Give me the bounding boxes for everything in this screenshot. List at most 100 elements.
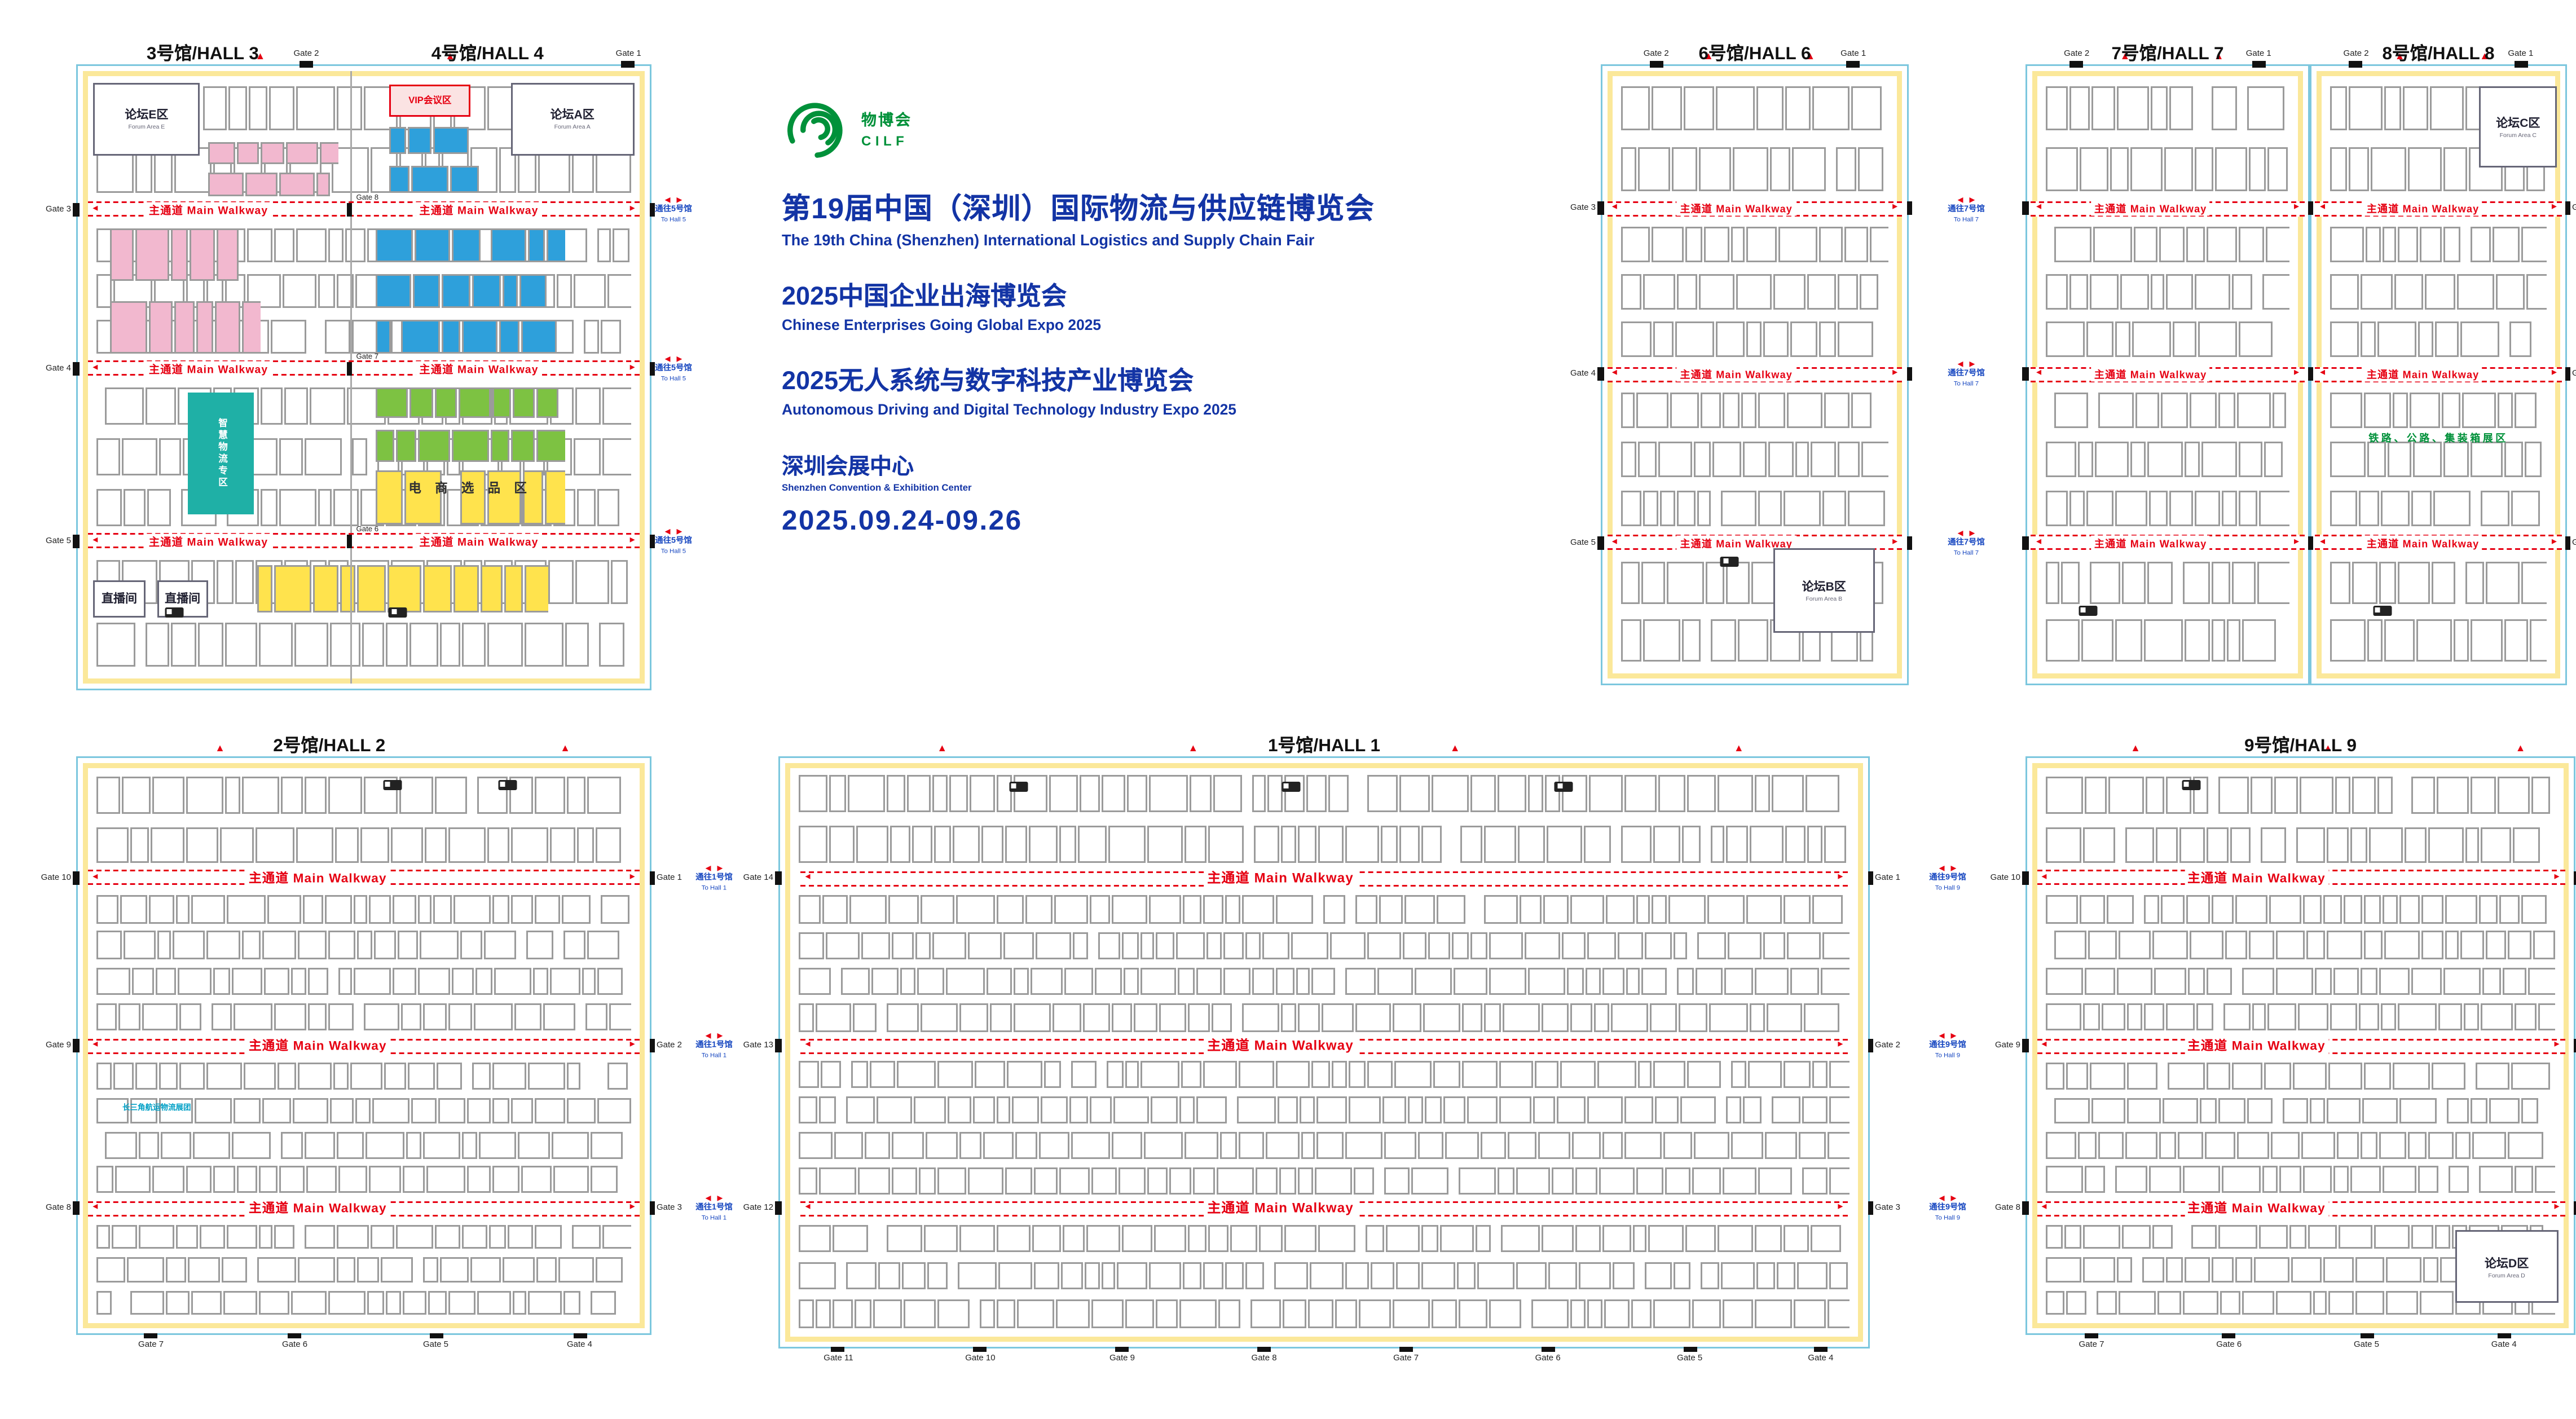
booth <box>2333 1166 2349 1193</box>
aisle-gap <box>1702 826 1709 863</box>
gate-door-icon <box>1683 1346 1697 1352</box>
booth-row <box>2330 227 2547 262</box>
booth <box>2166 274 2193 310</box>
booth <box>1586 967 1600 996</box>
booth <box>870 967 899 996</box>
aisle-gap <box>2233 967 2240 995</box>
booth-row <box>2046 895 2555 923</box>
booth <box>2444 931 2459 959</box>
booth <box>542 1003 576 1032</box>
booth <box>1153 1224 1187 1253</box>
booth-band <box>2046 776 2555 863</box>
booth <box>576 488 596 527</box>
vehicle-icon <box>2079 605 2098 616</box>
connector-arrows-icon: ◄ ► <box>663 355 684 365</box>
main-title-cn: 第19届中国（深圳）国际物流与供应链博览会 <box>782 193 1375 225</box>
booth <box>855 1299 872 1328</box>
booth <box>572 1225 601 1249</box>
booth <box>1499 1061 1533 1089</box>
connector-arrows-icon: ◄ ► <box>1956 196 1977 206</box>
aisle-gap <box>1242 1300 1249 1328</box>
booth <box>422 1132 460 1159</box>
gate-door-icon <box>2022 367 2028 381</box>
booth <box>877 1096 912 1124</box>
booth <box>2118 1290 2156 1315</box>
booth <box>96 274 112 308</box>
booth <box>361 827 390 863</box>
booth <box>1747 1061 1782 1089</box>
aisle-gap <box>482 228 489 262</box>
booth-row <box>2046 86 2289 131</box>
booth <box>1641 967 1666 996</box>
booth <box>1637 147 1671 192</box>
booth <box>385 1290 401 1315</box>
booth <box>1655 1096 1679 1124</box>
booth <box>499 148 516 193</box>
booth <box>2234 1258 2252 1282</box>
gate-door-icon <box>1115 1346 1129 1352</box>
booth <box>852 1003 878 1032</box>
booth <box>1587 1299 1602 1328</box>
booth <box>273 228 295 262</box>
booth <box>2121 1225 2150 1249</box>
gate-door-icon <box>2564 536 2570 550</box>
hall-title: 9号馆/HALL 9 <box>2244 736 2357 756</box>
booth-row <box>375 319 565 354</box>
booth <box>869 1061 896 1089</box>
booth-row <box>1621 274 1888 310</box>
booth-row <box>1621 392 1888 429</box>
walkway-label: 主通道 Main Walkway <box>1676 535 1796 551</box>
booth <box>179 1063 204 1090</box>
gate-label: Gate 2 <box>2064 49 2090 59</box>
booth <box>1692 1167 1721 1195</box>
booth <box>585 1003 607 1032</box>
aisle-gap <box>1717 1096 1724 1123</box>
booth <box>1746 227 1778 262</box>
booth <box>2331 1003 2357 1032</box>
booth <box>1571 1131 1602 1160</box>
booth <box>389 165 409 193</box>
booth <box>1155 1299 1178 1328</box>
booth <box>528 1063 565 1090</box>
booth <box>363 1003 399 1032</box>
booth <box>936 1061 973 1089</box>
booth <box>1587 931 1616 960</box>
booth <box>1439 1224 1475 1253</box>
booth <box>1658 441 1692 478</box>
gate-label: Gate 9 <box>45 1041 71 1051</box>
booth <box>1468 1096 1498 1124</box>
booth <box>1502 1003 1540 1032</box>
booth <box>1824 392 1850 429</box>
gate-door-icon <box>2359 1332 2374 1338</box>
booth <box>393 967 416 995</box>
booth <box>2126 1097 2161 1125</box>
booth <box>2089 274 2119 310</box>
connector-label-cn: 通往5号馆 <box>655 206 692 215</box>
vehicle-icon <box>389 607 408 618</box>
aisle-gap <box>393 320 399 354</box>
gate-door-icon <box>1867 1039 1873 1053</box>
booth <box>2262 274 2289 310</box>
booth <box>2478 1166 2513 1193</box>
gate-label: Gate 2 <box>657 1041 682 1051</box>
booth <box>1567 967 1585 996</box>
booth <box>510 827 548 863</box>
walkway-arrow-left-icon: ◄ <box>91 871 100 882</box>
booth <box>2102 1003 2125 1032</box>
booth <box>934 825 952 863</box>
booth <box>1699 147 1732 192</box>
booth <box>949 774 968 812</box>
exit-arrow-icon: ▲ <box>2515 744 2526 755</box>
booth <box>1530 1299 1570 1328</box>
booth <box>1676 967 1694 996</box>
aisle-gap <box>113 1290 120 1315</box>
booth <box>148 488 171 527</box>
booth <box>1196 1096 1227 1124</box>
booth <box>1653 825 1681 863</box>
booth <box>337 967 352 995</box>
booth <box>2191 1225 2217 1249</box>
booth <box>424 1003 448 1032</box>
booth <box>145 622 170 667</box>
booth <box>907 774 931 812</box>
booth <box>1707 895 1746 924</box>
